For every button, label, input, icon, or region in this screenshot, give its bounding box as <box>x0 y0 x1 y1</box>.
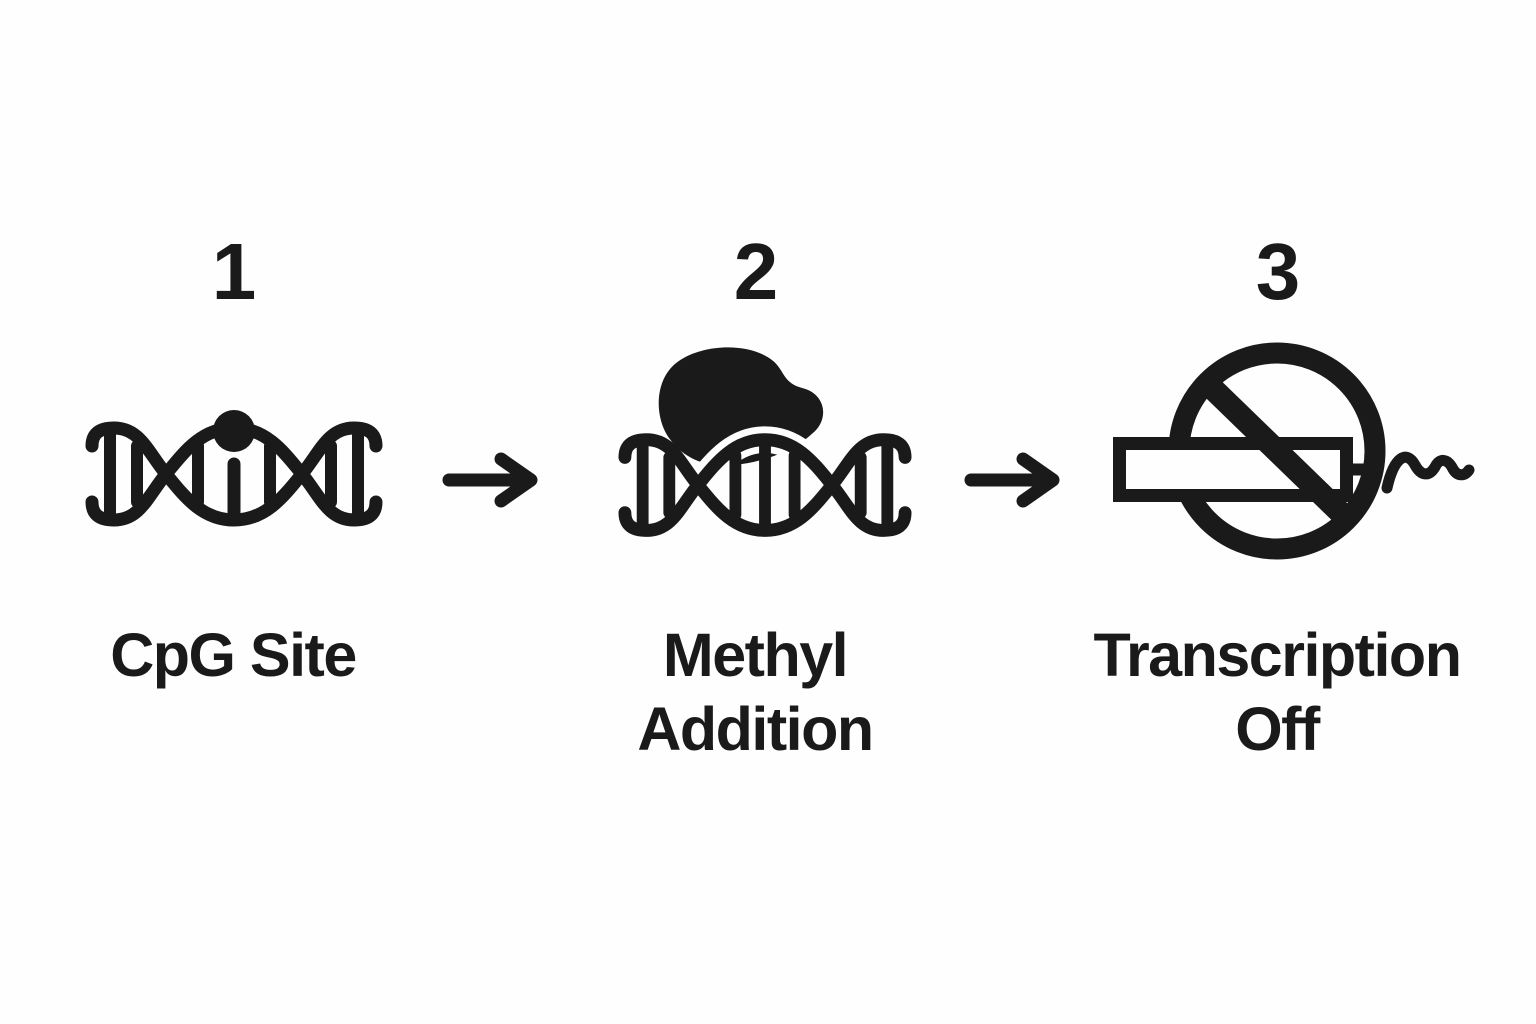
dna-helix-cpg-pin-icon <box>85 410 383 527</box>
step-3-label-line1: Transcription <box>1093 621 1462 689</box>
right-arrow-icon <box>442 452 538 508</box>
rna-squiggle <box>1381 451 1475 494</box>
step-2-number: 2 <box>733 227 779 316</box>
right-arrow-icon <box>964 452 1060 508</box>
step-1-label: CpG Site <box>48 618 418 692</box>
step-3-number: 3 <box>1255 227 1301 316</box>
dna-strand-top <box>85 421 383 527</box>
step-2-label: Methyl Addition <box>565 618 945 766</box>
step-1-label-line1: CpG Site <box>110 621 357 689</box>
cpg-pin-dot <box>213 410 255 452</box>
dna-strand-bottom <box>618 433 912 537</box>
dna-rungs <box>104 429 364 519</box>
step-1-number: 1 <box>211 227 257 316</box>
step-2-label-line1: Methyl <box>662 621 849 689</box>
dna-rungs <box>636 440 894 530</box>
step-2-label-line2: Addition <box>637 695 874 763</box>
step-3-label-line2: Off <box>1235 695 1320 763</box>
dna-strand-top <box>618 433 912 537</box>
dna-helix-methyl-blob-icon <box>617 347 913 543</box>
prohibition-slash <box>1197 373 1357 529</box>
step-3-label: Transcription Off <box>1072 618 1482 766</box>
transcription-blocked-icon <box>1113 342 1475 560</box>
